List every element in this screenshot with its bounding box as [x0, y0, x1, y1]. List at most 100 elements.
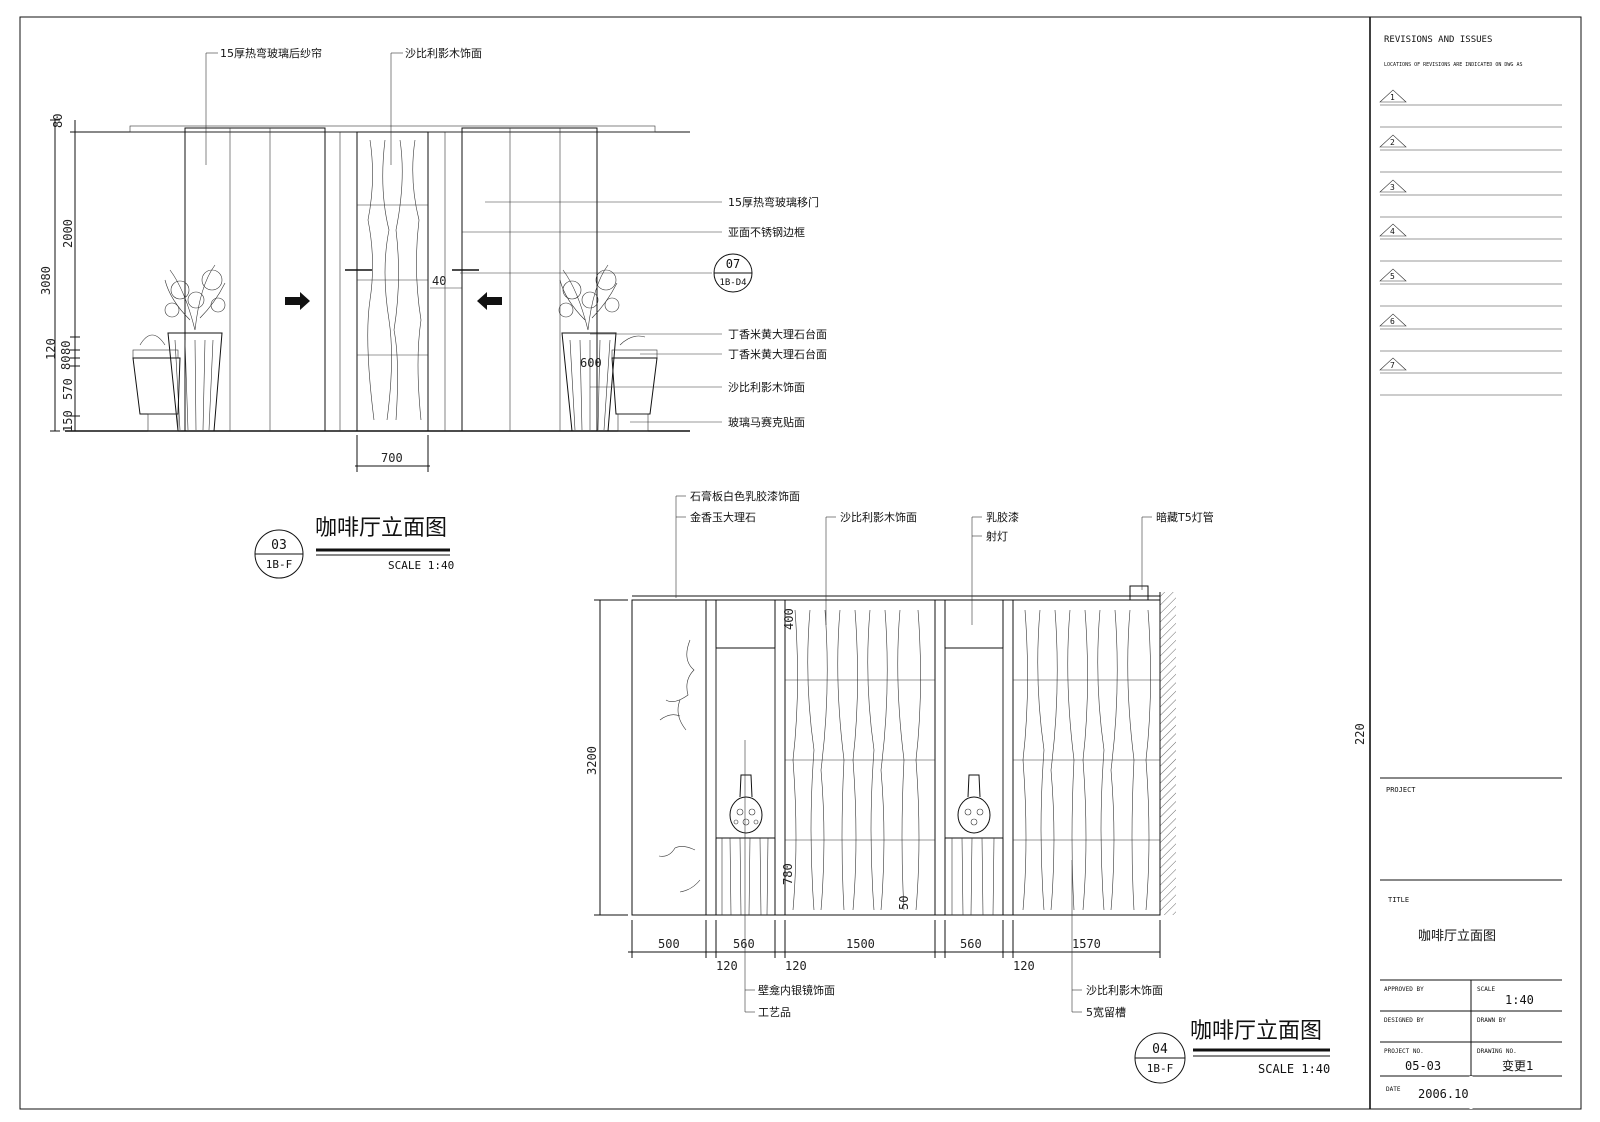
svg-text:丁香米黄大理石台面: 丁香米黄大理石台面 [728, 347, 827, 361]
arrow-left-icon [477, 292, 502, 310]
sheet-border [19, 16, 1582, 1110]
svg-text:金香玉大理石: 金香玉大理石 [690, 510, 756, 524]
project-no-label: PROJECT NO. [1384, 1048, 1424, 1055]
dim-80-top: 80 [51, 114, 65, 128]
dim-50: 50 [897, 896, 911, 910]
dim-780: 780 [781, 863, 795, 885]
planter-left [164, 264, 226, 432]
wood-panel-middle [785, 609, 935, 911]
dim-2000: 2000 [61, 219, 75, 248]
project-label: PROJECT [1386, 786, 1416, 794]
svg-text:3: 3 [1390, 183, 1395, 192]
svg-text:03: 03 [271, 538, 287, 553]
svg-text:4: 4 [1390, 227, 1395, 236]
side-table-right [611, 335, 658, 432]
designed-by-label: DESIGNED BY [1384, 1017, 1424, 1024]
svg-text:1B-F: 1B-F [1147, 1062, 1174, 1075]
scale-lower: SCALE 1:40 [1258, 1062, 1330, 1076]
svg-text:2: 2 [1390, 138, 1395, 147]
elevation-upper: 80 2000 3080 120 80 80 570 150 [39, 46, 827, 579]
callouts-bottom-lower: 壁龛内银镜饰面 工艺品 沙比利影木饰面 5宽留槽 [744, 740, 1163, 1019]
svg-text:7: 7 [1390, 361, 1395, 370]
revision-rows: 1 2 3 4 5 6 7 [1379, 89, 1562, 396]
svg-text:120: 120 [716, 959, 738, 973]
title-label: TITLE [1388, 896, 1409, 904]
dim-400: 400 [782, 608, 796, 630]
planter-right [558, 264, 620, 432]
svg-text:射灯: 射灯 [986, 529, 1008, 543]
title-upper: 咖啡厅立面图 [315, 516, 447, 541]
svg-text:1: 1 [1390, 93, 1395, 102]
approved-by-label: APPROVED BY [1384, 986, 1424, 993]
marble-panel [658, 639, 701, 893]
callouts-right-upper: 15厚热弯玻璃移门 亚面不锈钢边框 丁香米黄大理石台面 丁香米黄大理石台面 沙比… [462, 195, 827, 429]
side-table-left [132, 334, 181, 432]
svg-text:沙比利影木饰面: 沙比利影木饰面 [1086, 983, 1163, 997]
svg-text:沙比利影木饰面: 沙比利影木饰面 [728, 380, 805, 394]
svg-text:沙比利影木饰面: 沙比利影木饰面 [840, 510, 917, 524]
svg-text:1B-D4: 1B-D4 [719, 278, 746, 288]
niche-right [944, 647, 1004, 916]
svg-text:04: 04 [1152, 1042, 1168, 1057]
dim-220: 220 [1353, 723, 1367, 745]
svg-text:07: 07 [726, 257, 740, 271]
dim-700: 700 [381, 451, 403, 465]
svg-text:120: 120 [785, 959, 807, 973]
wall-hatch [1160, 592, 1176, 915]
dim-150: 150 [61, 410, 75, 432]
dim-80-b: 80 [59, 356, 73, 370]
svg-text:120: 120 [1013, 959, 1035, 973]
svg-text:工艺品: 工艺品 [758, 1006, 791, 1019]
dim-600: 600 [580, 356, 602, 370]
wood-panel-right [1013, 609, 1160, 911]
callouts-top-lower: 石膏板白色乳胶漆饰面 金香玉大理石 沙比利影木饰面 乳胶漆 射灯 暗藏T5灯管 [675, 489, 1214, 625]
wood-column [356, 131, 429, 432]
svg-text:亚面不锈钢边框: 亚面不锈钢边框 [728, 226, 805, 239]
scale-value: 1:40 [1505, 993, 1534, 1007]
title-value: 咖啡厅立面图 [1418, 929, 1496, 944]
dim-40: 40 [432, 274, 446, 288]
revisions-note: LOCATIONS OF REVISIONS ARE INDICATED ON … [1384, 62, 1522, 68]
svg-text:560: 560 [960, 937, 982, 951]
svg-text:500: 500 [658, 937, 680, 951]
svg-text:6: 6 [1390, 317, 1395, 326]
title-lower: 咖啡厅立面图 [1190, 1019, 1322, 1044]
dim-chain-left: 80 2000 3080 120 80 80 570 150 [39, 114, 80, 432]
drawing-no-label: DRAWING NO. [1477, 1048, 1517, 1055]
svg-text:15厚热弯玻璃移门: 15厚热弯玻璃移门 [728, 195, 819, 209]
section-label-03: 03 1B-F 咖啡厅立面图 SCALE 1:40 [254, 516, 454, 579]
drawing-no-value: 变更1 [1502, 1058, 1534, 1073]
dim-3200: 3200 [585, 746, 599, 775]
svg-text:1570: 1570 [1072, 937, 1101, 951]
svg-text:石膏板白色乳胶漆饰面: 石膏板白色乳胶漆饰面 [690, 489, 800, 503]
date-label: DATE [1386, 1086, 1401, 1093]
elevation-lower: 3200 400 780 50 220 500 560 1500 560 157… [585, 489, 1367, 1084]
svg-text:乳胶漆: 乳胶漆 [986, 510, 1019, 524]
callout-glass-curtain: 15厚热弯玻璃后纱帘 [220, 46, 322, 60]
dim-570: 570 [61, 378, 75, 400]
detail-marker-07: 07 1B-D4 [460, 253, 753, 293]
dim-80-a: 80 [59, 341, 73, 355]
date-value: 2006.10 [1418, 1087, 1469, 1101]
revisions-title: REVISIONS AND ISSUES [1384, 35, 1492, 45]
dim-chain-bottom: 500 560 1500 560 1570 120 120 120 [628, 920, 1161, 973]
svg-text:丁香米黄大理石台面: 丁香米黄大理石台面 [728, 327, 827, 341]
title-block: REVISIONS AND ISSUES LOCATIONS OF REVISI… [1379, 35, 1562, 1109]
callout-sapele-top: 沙比利影木饰面 [405, 46, 482, 60]
glass-panel-left [184, 127, 326, 432]
niche-left [715, 647, 776, 916]
scale-upper: SCALE 1:40 [388, 559, 454, 572]
svg-text:暗藏T5灯管: 暗藏T5灯管 [1156, 510, 1214, 524]
glass-panel-right [461, 127, 598, 432]
dim-120: 120 [44, 338, 58, 360]
drawn-by-label: DRAWN BY [1477, 1017, 1506, 1024]
project-no-value: 05-03 [1405, 1059, 1441, 1073]
svg-text:1500: 1500 [846, 937, 875, 951]
svg-text:5宽留槽: 5宽留槽 [1086, 1005, 1126, 1019]
svg-text:1B-F: 1B-F [266, 558, 293, 571]
scale-label: SCALE [1477, 986, 1495, 993]
svg-text:5: 5 [1390, 272, 1395, 281]
svg-text:560: 560 [733, 937, 755, 951]
svg-text:玻璃马赛克贴面: 玻璃马赛克贴面 [728, 415, 805, 429]
